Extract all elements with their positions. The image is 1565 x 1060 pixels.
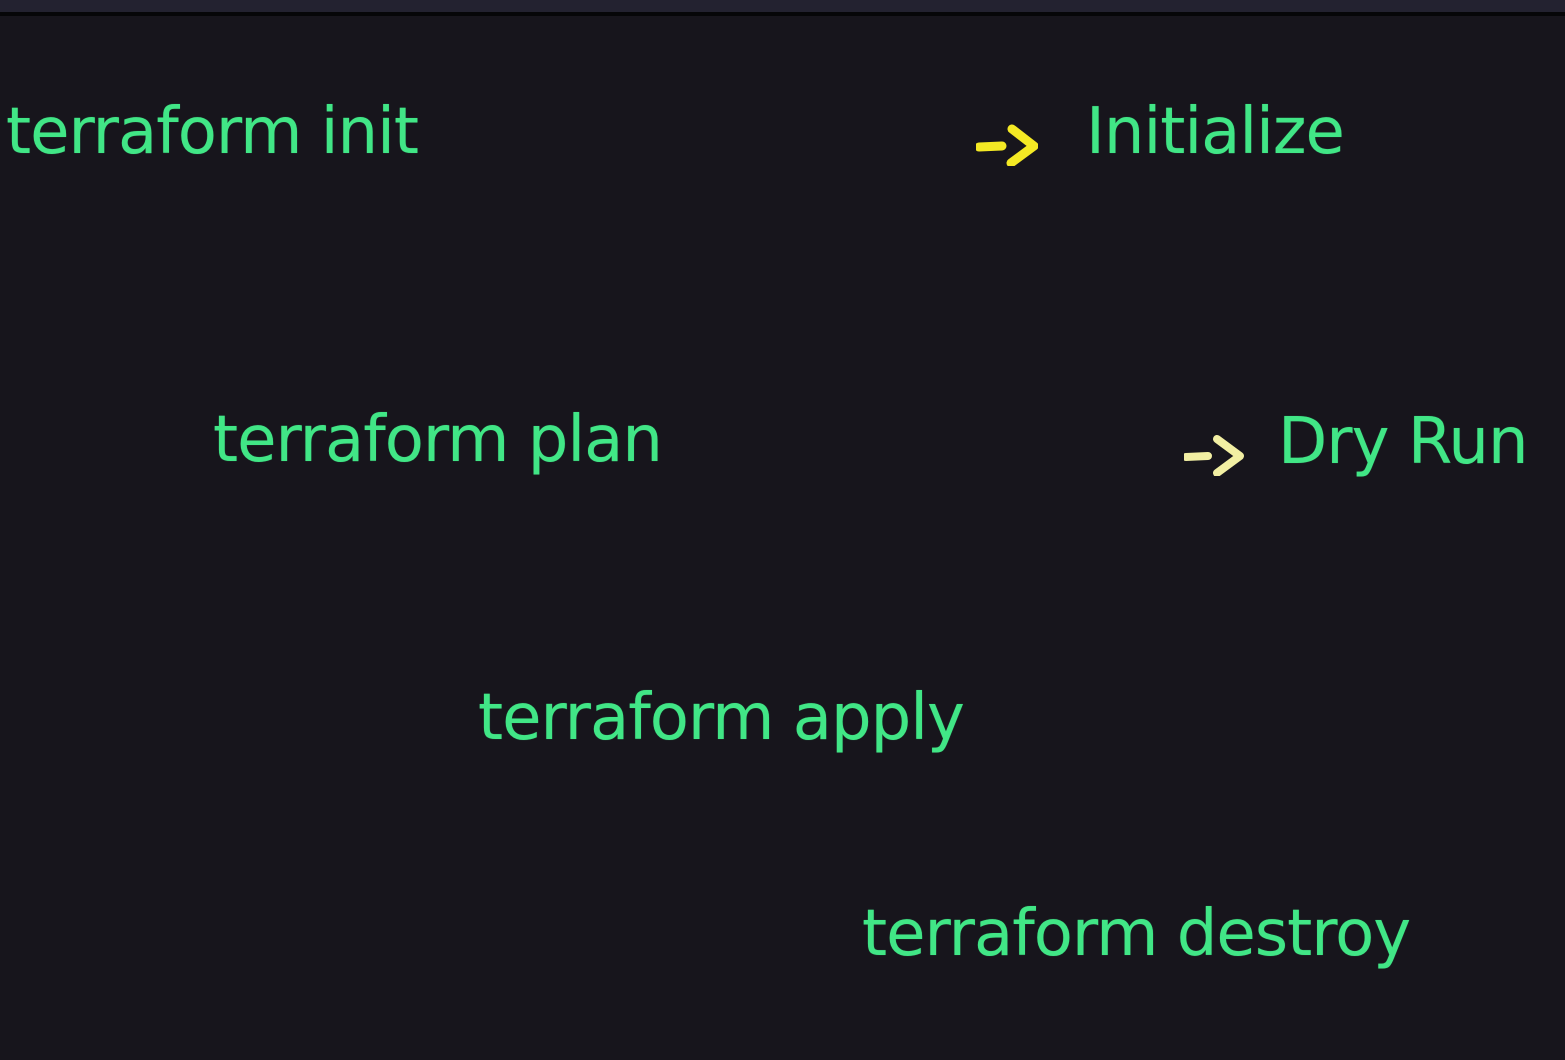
- window-divider-line: [0, 12, 1565, 16]
- command-terraform-init: terraform init: [6, 95, 419, 169]
- command-terraform-plan: terraform plan: [213, 403, 663, 477]
- arrow-right-icon: [976, 124, 1038, 166]
- command-terraform-apply: terraform apply: [478, 681, 965, 755]
- command-terraform-destroy: terraform destroy: [862, 897, 1411, 971]
- window-top-strip: [0, 0, 1565, 12]
- label-initialize: Initialize: [1086, 95, 1345, 169]
- arrow-right-icon: [1184, 432, 1246, 476]
- label-dry-run: Dry Run: [1278, 405, 1529, 479]
